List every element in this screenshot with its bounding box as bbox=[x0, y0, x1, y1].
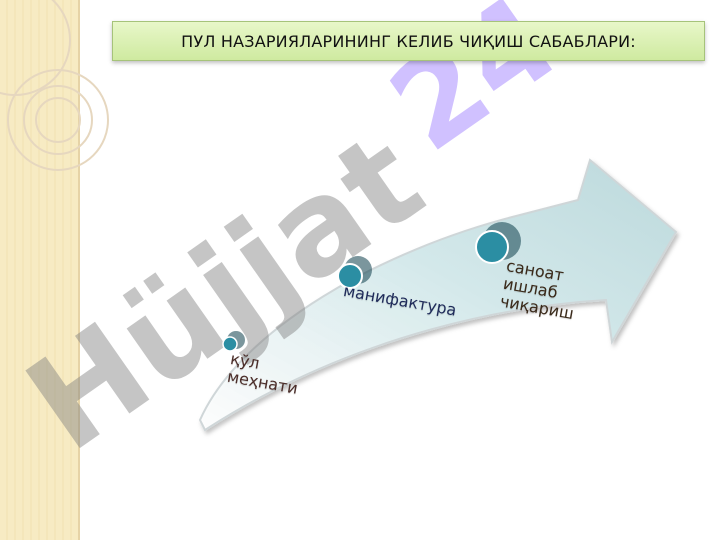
title-bar: ПУЛ НАЗАРИЯЛАРИНИНГ КЕЛИБ ЧИҚИШ САБАБЛАР… bbox=[112, 21, 705, 61]
decorative-circle bbox=[0, 0, 71, 96]
progress-arrow bbox=[198, 158, 678, 432]
step-markers bbox=[222, 222, 521, 352]
slide-title: ПУЛ НАЗАРИЯЛАРИНИНГ КЕЛИБ ЧИҚИШ САБАБЛАР… bbox=[181, 31, 636, 51]
step-marker-3 bbox=[475, 222, 521, 264]
decorative-circle bbox=[23, 85, 93, 155]
decorative-circle bbox=[7, 69, 109, 171]
step-marker-1 bbox=[222, 331, 245, 352]
decorative-circle bbox=[35, 97, 81, 143]
step-marker-2 bbox=[337, 256, 372, 289]
decorative-circles bbox=[0, 0, 109, 171]
